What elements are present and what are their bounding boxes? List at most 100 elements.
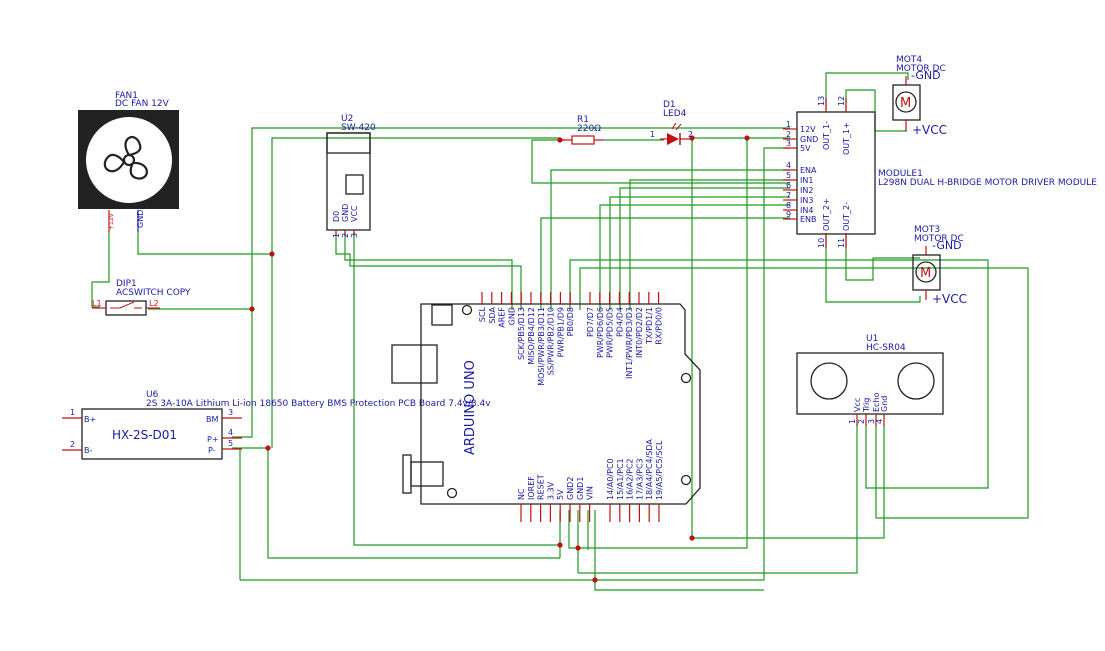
arduino-pin-label: SDA: [488, 306, 497, 323]
arduino-pin-label: PD7/D7: [586, 307, 595, 337]
arduino-pin-label: MISO/PB4/D12: [527, 307, 536, 365]
driver-pin2-num: 2: [786, 130, 791, 139]
sensor-pin1-num: 1: [332, 233, 341, 238]
bms-pin3-name: BM: [206, 415, 218, 424]
led-icon: [667, 133, 679, 145]
motor2-value: MOTOR DC: [914, 234, 964, 244]
motor2-pos-label: +VCC: [932, 292, 967, 306]
led-ref: D1: [663, 100, 676, 110]
fan-component[interactable]: FAN1 DC FAN 12V +12V GND: [78, 91, 179, 232]
ultrasonic-transmitter-icon: [810, 362, 848, 400]
motor2-ref: MOT3: [914, 225, 940, 235]
arduino-pin-label: 16/A2/PC2: [626, 458, 635, 500]
sensor-value: SW-420: [341, 123, 376, 133]
ultrasonic-value: HC-SR04: [866, 343, 906, 353]
driver-top-pins: 13 12 OUT_1- OUT_1+: [817, 96, 851, 155]
arduino-pin-label: PWR/PB1/D9: [556, 307, 565, 357]
arduino-pin-label: PWR/PD6/D6: [596, 307, 605, 358]
driver-pin6-name: IN2: [800, 186, 813, 195]
arduino-pin-label: 15/A1/PC1: [616, 458, 625, 500]
motor1-ref: MOT4: [896, 55, 922, 65]
ultrasonic-sensor-component[interactable]: U1 HC-SR04 Vcc Trig Echo Gnd 1 2 3 4: [796, 334, 944, 426]
led-component[interactable]: D1 LED4 1 2: [650, 100, 693, 145]
motor-driver-component[interactable]: MODULE1 L298N DUAL H-BRIDGE MOTOR DRIVER…: [783, 96, 1097, 248]
motor2-icon: [915, 261, 937, 283]
ultrasonic-pin-echo: Echo: [872, 392, 881, 412]
driver-pin9-num: 9: [786, 210, 791, 219]
motor1-icon: [895, 91, 917, 113]
sensor-pin-gnd: GND: [341, 204, 350, 222]
bms-value: 2S 3A-10A Lithium Li-ion 18650 Battery B…: [146, 399, 491, 409]
driver-pin12-num: 12: [837, 96, 846, 106]
arduino-pin-label: IOREF: [527, 476, 536, 500]
arduino-usb-icon: [391, 344, 438, 384]
driver-value: L298N DUAL H-BRIDGE MOTOR DRIVER MODULE: [878, 178, 1097, 188]
switch-component[interactable]: DIP1 ACSWITCH COPY L1 L2: [92, 279, 191, 316]
arduino-pin-label: SCK/PB5/D13: [517, 307, 526, 360]
bms-pin5-num: 5: [228, 439, 233, 448]
driver-pin12-name: OUT_1+: [842, 122, 851, 155]
switch-pin-l1: L1: [92, 299, 102, 308]
bms-pin4-name: P+: [207, 435, 219, 444]
led-pin1: 1: [650, 130, 655, 139]
driver-pin3-name: 5V: [800, 144, 811, 153]
bms-pin5-name: P-: [208, 446, 216, 455]
arduino-pin-label: 18/A4/PC4/SDA: [645, 439, 654, 500]
wires: [91, 72, 1029, 591]
driver-pin1-num: 1: [786, 120, 791, 129]
arduino-pin-label: 3.3V: [546, 481, 555, 500]
motor1-pos-label: +VCC: [912, 123, 947, 137]
arduino-pin-label: SCL: [478, 306, 487, 322]
arduino-pin-label: RESET: [537, 474, 546, 500]
driver-pin5-num: 5: [786, 171, 791, 180]
driver-pin1-name: 12V: [800, 125, 816, 134]
fan-value: DC FAN 12V: [115, 99, 170, 109]
ultrasonic-receiver-icon: [897, 362, 935, 400]
motor2-symbol: M: [920, 266, 931, 281]
arduino-pin-label: SS/PWR/PB2/D10: [547, 307, 556, 375]
sensor-pin3-num: 3: [350, 233, 359, 238]
arduino-pin-label: 17/A3/PC3: [635, 458, 644, 500]
switch-value: ACSWITCH COPY: [116, 288, 191, 298]
bms-body: [81, 408, 223, 460]
driver-pin2-name: GND: [800, 135, 818, 144]
ultrasonic-pin-trig: Trig: [862, 398, 871, 413]
motor1-symbol: M: [900, 96, 911, 111]
bms-pin3-num: 3: [228, 408, 233, 417]
resistor-component[interactable]: R1 220Ω: [562, 115, 664, 145]
ultrasonic-pin3-num: 3: [867, 419, 876, 424]
driver-pin11-name: OUT_2-: [842, 202, 851, 231]
arduino-board-outline: [420, 303, 701, 505]
led-value: LED4: [663, 109, 687, 119]
arduino-pin-label: PWR/PD5/D5: [606, 307, 615, 358]
bms-component[interactable]: U6 2S 3A-10A Lithium Li-ion 18650 Batter…: [62, 390, 491, 460]
junctions: [249, 135, 750, 583]
resistor-value: 220Ω: [577, 124, 601, 134]
arduino-pin-label: INT1/PWR/PD3/D3: [625, 307, 634, 379]
ultrasonic-body: [796, 352, 944, 415]
arduino-pin-label: NC: [517, 488, 526, 500]
arduino-pin-label: MOSI/PWR/PB3/D11: [537, 307, 546, 386]
driver-ref: MODULE1: [878, 169, 923, 179]
driver-pin10-num: 10: [817, 238, 826, 248]
motor-2-component[interactable]: MOT3 MOTOR DC -GND M +VCC: [912, 225, 967, 306]
sensor-pin-vcc: VCC: [350, 205, 359, 222]
driver-body: [796, 111, 876, 235]
sensor-pin2-num: 2: [341, 233, 350, 238]
switch-pin-l2: L2: [149, 299, 159, 308]
driver-pin3-num: 3: [786, 139, 791, 148]
bms-pin1-name: B+: [84, 415, 96, 424]
motor-1-component[interactable]: MOT4 MOTOR DC -GND M +VCC: [892, 55, 947, 137]
arduino-pin-label: GND: [507, 307, 516, 325]
arduino-pin-label: PD4/D4: [615, 307, 624, 337]
bms-pin1-num: 1: [70, 408, 75, 417]
vibration-sensor-component[interactable]: U2 SW-420 D0 GND VCC 1 2 3: [326, 114, 376, 238]
arduino-pin-label: 5V: [556, 489, 565, 500]
led-pin2: 2: [688, 130, 693, 139]
ultrasonic-pin4-num: 4: [875, 419, 884, 424]
driver-pin4-num: 4: [786, 161, 791, 170]
